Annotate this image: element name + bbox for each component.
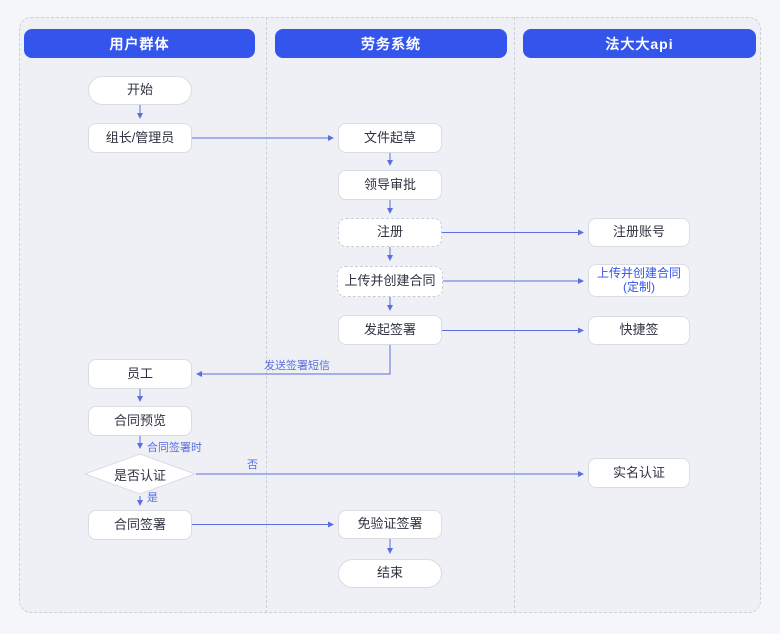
upload-custom-line2: (定制) bbox=[623, 279, 655, 294]
decision-label: 是否认证 bbox=[113, 467, 166, 483]
node-leader-approval: 领导审批 bbox=[338, 170, 442, 200]
node-auth-decision: 是否认证 bbox=[84, 453, 196, 495]
node-free-verify-sign: 免验证签署 bbox=[338, 510, 442, 539]
upload-custom-line1: 上传并创建合同 bbox=[596, 265, 681, 280]
node-register: 注册 bbox=[338, 218, 442, 247]
edge-label-yes: 是 bbox=[147, 492, 158, 504]
edge-label-no: 否 bbox=[247, 459, 258, 471]
lane-header-users: 用户群体 bbox=[24, 29, 255, 58]
lane-header-labor-system: 劳务系统 bbox=[275, 29, 507, 58]
edge-label-send-sms: 发送签署短信 bbox=[264, 360, 330, 372]
node-start: 开始 bbox=[88, 76, 192, 105]
decision-diamond-shape bbox=[84, 453, 196, 495]
node-realname-auth: 实名认证 bbox=[588, 458, 690, 488]
node-end: 结束 bbox=[338, 559, 442, 588]
node-document-draft: 文件起草 bbox=[338, 123, 442, 153]
node-leader-admin: 组长/管理员 bbox=[88, 123, 192, 153]
node-quick-sign: 快捷签 bbox=[588, 316, 690, 345]
node-register-account: 注册账号 bbox=[588, 218, 690, 247]
edge-label-when-signing: 合同签署时 bbox=[147, 442, 202, 454]
lane-divider-1 bbox=[266, 17, 267, 613]
lane-header-fadada-api: 法大大api bbox=[523, 29, 756, 58]
node-upload-create-custom: 上传并创建合同 (定制) bbox=[588, 264, 690, 297]
node-employee: 员工 bbox=[88, 359, 192, 389]
node-contract-sign: 合同签署 bbox=[88, 510, 192, 540]
node-contract-preview: 合同预览 bbox=[88, 406, 192, 436]
node-initiate-sign: 发起签署 bbox=[338, 315, 442, 345]
lane-divider-2 bbox=[514, 17, 515, 613]
node-upload-create-contract: 上传并创建合同 bbox=[337, 266, 443, 297]
